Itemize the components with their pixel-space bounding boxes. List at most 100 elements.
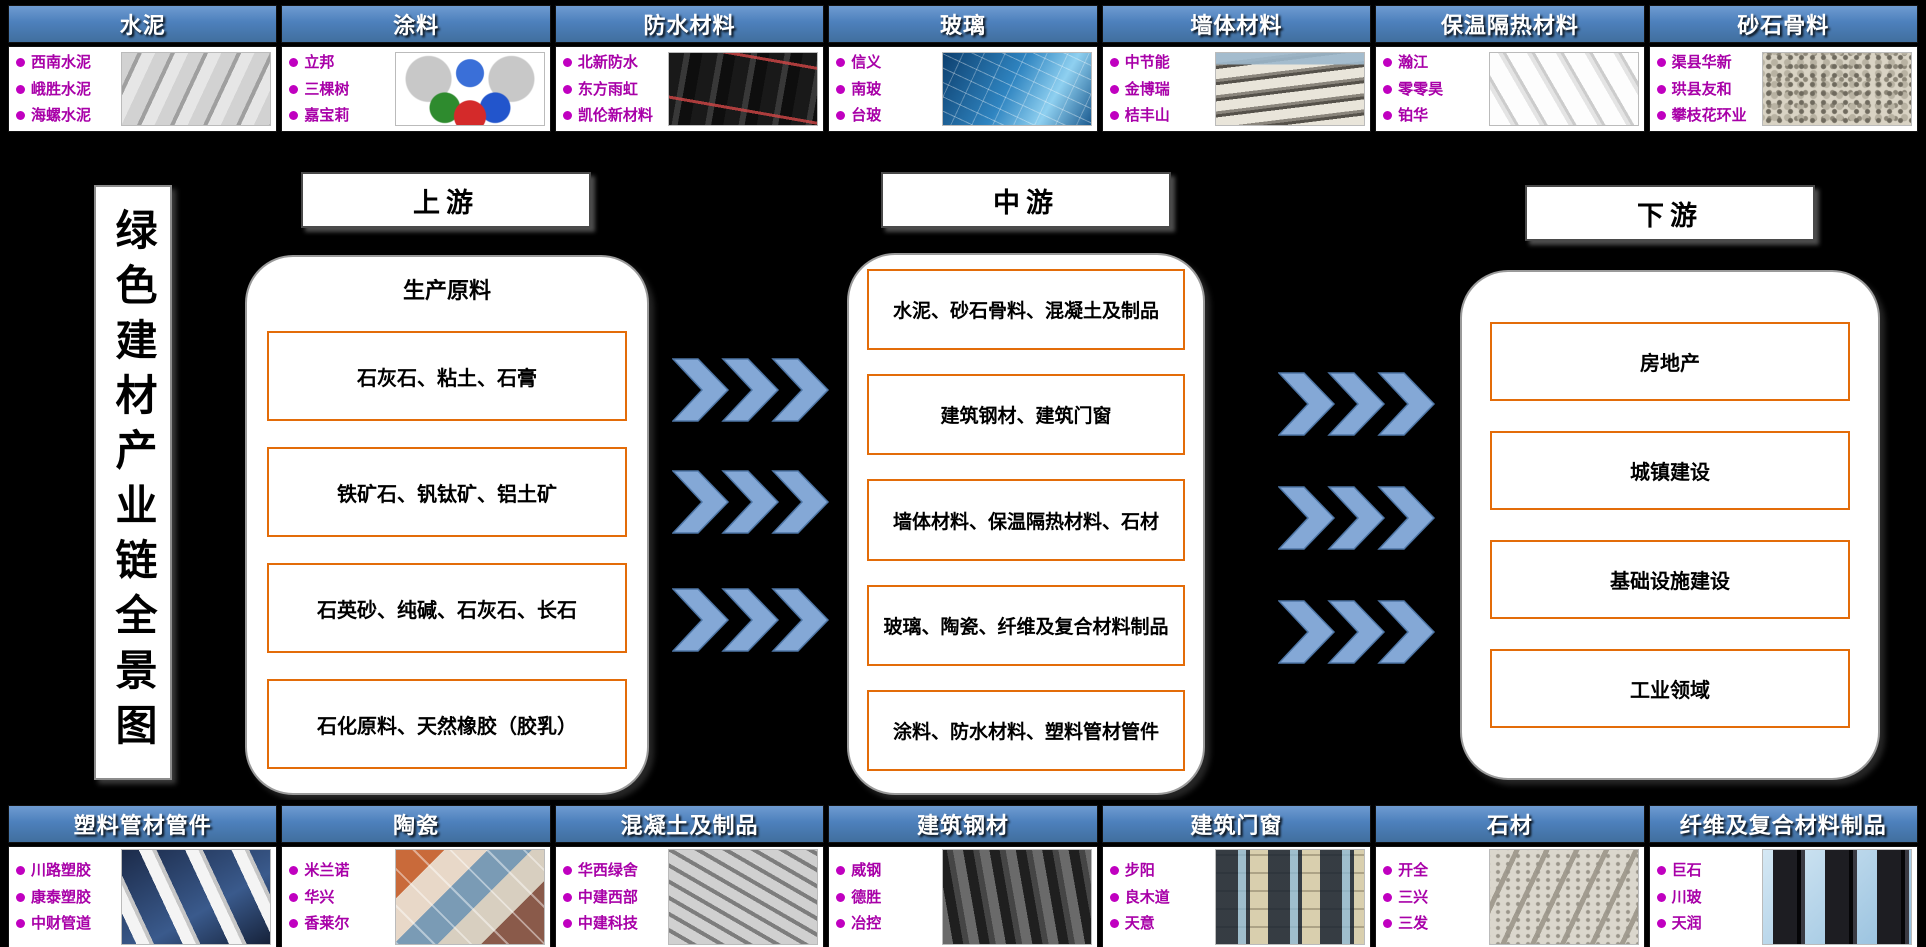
company-name: 北新防水 [577, 53, 638, 71]
company-item: 三兴 [1383, 884, 1484, 911]
bullet-icon [1109, 84, 1119, 94]
company-name: 华西绿舍 [577, 860, 638, 879]
company-name: 铂华 [1398, 106, 1429, 125]
company-name: 中建科技 [577, 914, 638, 933]
glass-building-photo [941, 52, 1092, 127]
company-name: 信义 [851, 53, 882, 71]
chevron-arrows-icon [1277, 372, 1436, 436]
company-item: 信义 [836, 49, 937, 76]
bullet-icon [836, 84, 846, 94]
company-item: 台玻 [836, 102, 937, 129]
bullet-icon [1383, 111, 1393, 121]
bullet-icon [1109, 111, 1119, 121]
category-title: 纤维及复合材料制品 [1679, 814, 1887, 839]
company-name: 天意 [1124, 914, 1155, 933]
category-cell-fiber-composites: 纤维及复合材料制品 巨石 川玻 天润 [1648, 805, 1918, 947]
company-item: 冶控 [836, 910, 937, 937]
company-item: 桔丰山 [1109, 102, 1211, 129]
company-item: 天意 [1109, 910, 1211, 937]
concrete-products-photo [668, 849, 819, 945]
chevron-arrows-icon [671, 588, 830, 652]
company-item: 米兰诺 [289, 857, 390, 884]
cement-bags-photo [121, 52, 272, 127]
bullet-icon [1656, 84, 1666, 94]
company-list: 威钢 德胜 冶控 [834, 857, 937, 937]
top-category-strip: 水泥 西南水泥 峨胜水泥 海螺水泥 涂料 立邦 三棵树 嘉宝莉 [0, 0, 1926, 133]
category-title: 塑料管材管件 [73, 814, 212, 839]
bullet-icon [289, 892, 299, 902]
bullet-icon [1383, 892, 1393, 902]
category-title: 墙体材料 [1190, 14, 1283, 39]
category-header: 纤维及复合材料制品 [1648, 805, 1918, 843]
doors-windows-photo [1215, 849, 1366, 945]
category-title: 砂石骨料 [1737, 14, 1830, 39]
bullet-icon [836, 919, 846, 929]
company-name: 金博瑞 [1124, 79, 1170, 98]
company-item: 天润 [1656, 910, 1758, 937]
bullet-icon [1383, 57, 1393, 67]
company-list: 开全 三兴 三发 [1381, 857, 1484, 937]
company-name: 步阳 [1124, 860, 1155, 879]
bullet-icon [1383, 865, 1393, 875]
company-item: 零零昊 [1383, 76, 1484, 103]
bullet-icon [1656, 111, 1666, 121]
company-name: 三棵树 [304, 79, 350, 98]
midstream-container: 水泥、砂石骨料、混凝土及制品 建筑钢材、建筑门窗 墙体材料、保温隔热材料、石材 … [847, 253, 1205, 795]
company-item: 东方雨虹 [562, 76, 664, 103]
chevron-arrows-icon [1277, 600, 1436, 664]
flow-box: 基础设施建设 [1490, 540, 1850, 619]
company-list: 巨石 川玻 天润 [1655, 857, 1758, 937]
bullet-icon [289, 57, 299, 67]
company-item: 北新防水 [562, 49, 664, 76]
bullet-icon [562, 111, 572, 121]
company-name: 峨胜水泥 [31, 79, 92, 98]
bullet-icon [289, 84, 299, 94]
company-name: 三发 [1398, 914, 1429, 933]
company-name: 台玻 [851, 106, 882, 125]
category-body: 华西绿舍 中建西部 中建科技 [554, 846, 825, 947]
company-item: 威钢 [836, 857, 937, 884]
company-name: 威钢 [851, 860, 882, 879]
category-header: 玻璃 [828, 5, 1098, 43]
flow-box: 工业领域 [1490, 649, 1850, 728]
category-title: 玻璃 [939, 14, 986, 39]
bullet-icon [1109, 865, 1119, 875]
company-name: 嘉宝莉 [304, 106, 350, 125]
company-item: 渠县华新 [1656, 49, 1758, 76]
downstream-container: 房地产 城镇建设 基础设施建设 工业领域 [1460, 270, 1880, 780]
category-header: 建筑门窗 [1101, 805, 1372, 843]
category-body: 中节能 金博瑞 桔丰山 [1101, 46, 1372, 133]
bullet-icon [1656, 919, 1666, 929]
category-header: 陶瓷 [281, 805, 551, 843]
category-cell-insulation: 保温隔热材料 瀚江 零零昊 铂华 [1375, 5, 1645, 133]
company-name: 川路塑胶 [31, 860, 92, 879]
company-item: 珙县友和 [1656, 76, 1758, 103]
company-list: 中节能 金博瑞 桔丰山 [1108, 49, 1211, 129]
category-body: 开全 三兴 三发 [1375, 846, 1645, 947]
company-name: 三兴 [1398, 887, 1429, 906]
company-list: 华西绿舍 中建西部 中建科技 [561, 857, 664, 937]
company-name: 攀枝花环业 [1671, 106, 1747, 125]
ceramic-tiles-photo [394, 849, 545, 945]
flow-box: 城镇建设 [1490, 431, 1850, 510]
category-title: 石材 [1486, 814, 1533, 839]
category-cell-wall-materials: 墙体材料 中节能 金博瑞 桔丰山 [1101, 5, 1372, 133]
company-name: 米兰诺 [304, 860, 350, 879]
company-name: 香莱尔 [304, 914, 350, 933]
category-body: 步阳 良木道 天意 [1101, 846, 1372, 947]
company-name: 德胜 [851, 887, 882, 906]
company-name: 良木道 [1124, 887, 1170, 906]
company-list: 渠县华新 珙县友和 攀枝花环业 [1655, 49, 1758, 129]
paint-buckets-photo [394, 52, 545, 127]
bullet-icon [289, 865, 299, 875]
company-name: 冶控 [851, 914, 882, 933]
flow-box: 房地产 [1490, 322, 1850, 401]
company-item: 开全 [1383, 857, 1484, 884]
main-title-bar: 绿色建材产业链全景图 [94, 185, 172, 780]
company-item: 铂华 [1383, 102, 1484, 129]
company-item: 华兴 [289, 884, 390, 911]
category-cell-concrete: 混凝土及制品 华西绿舍 中建西部 中建科技 [554, 805, 825, 947]
flow-box: 石英砂、纯碱、石灰石、长石 [267, 563, 627, 653]
company-item: 中建西部 [562, 884, 664, 911]
category-title: 涂料 [393, 14, 440, 39]
